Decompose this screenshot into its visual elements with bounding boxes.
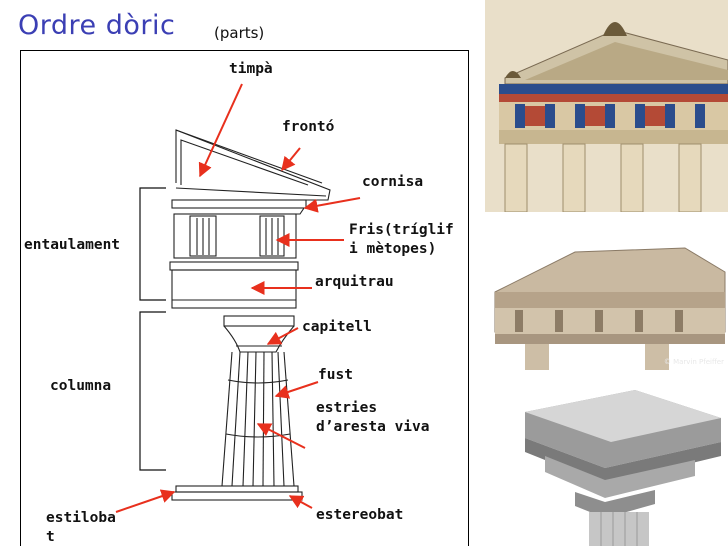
capital-drawing	[223, 315, 295, 353]
label-columna: columna	[50, 378, 112, 394]
label-entaulament: entaulament	[24, 237, 121, 253]
column-drawing	[169, 129, 331, 501]
arrow-timpa	[198, 83, 243, 178]
label-estereobat: estereobat	[316, 507, 404, 523]
label-capitell: capitell	[302, 319, 372, 335]
arrow-fust	[274, 381, 319, 399]
arrow-fronto	[281, 147, 301, 172]
label-fronto: frontó	[282, 119, 335, 135]
page-title: Ordre dòric	[18, 10, 176, 41]
label-cornisa: cornisa	[362, 174, 424, 190]
page-subtitle: (parts)	[214, 24, 265, 42]
label-arquitrau: arquitrau	[315, 274, 394, 290]
label-estries-line2: d’aresta viva	[316, 419, 430, 435]
columna-bracket	[139, 311, 166, 471]
label-estiloba-line1: estiloba	[46, 510, 116, 526]
photo-temple-reconstruction	[485, 0, 728, 212]
photo-watermark: © Marvin Pfeiffer	[663, 358, 724, 366]
arrow-estries	[256, 423, 306, 449]
label-fris-line2: i mètopes)	[349, 241, 437, 257]
label-fust: fust	[318, 367, 353, 383]
photo-doric-render	[485, 372, 728, 546]
label-estiloba-line2: t	[46, 529, 55, 545]
arrow-estereobat	[288, 495, 313, 509]
cornice-drawing	[171, 199, 307, 215]
entaulament-bracket	[139, 187, 166, 301]
label-estries-line1: estries	[316, 400, 378, 416]
pediment-drawing	[175, 129, 331, 201]
architrave-drawing	[169, 261, 299, 309]
label-fris-line1: Fris(tríglif	[349, 222, 454, 238]
arrow-estiloba	[115, 489, 176, 513]
photo-parthenon-ruin: © Marvin Pfeiffer	[485, 212, 728, 370]
arrows	[115, 83, 361, 513]
shaft-drawing	[221, 351, 295, 487]
brackets	[139, 187, 166, 471]
arrow-cornisa	[303, 197, 361, 213]
label-timpa: timpà	[229, 61, 273, 77]
stylobate-drawing	[171, 485, 303, 501]
arrow-capitell	[266, 327, 299, 345]
frieze-drawing	[173, 213, 297, 259]
diagram-frame	[20, 50, 469, 546]
